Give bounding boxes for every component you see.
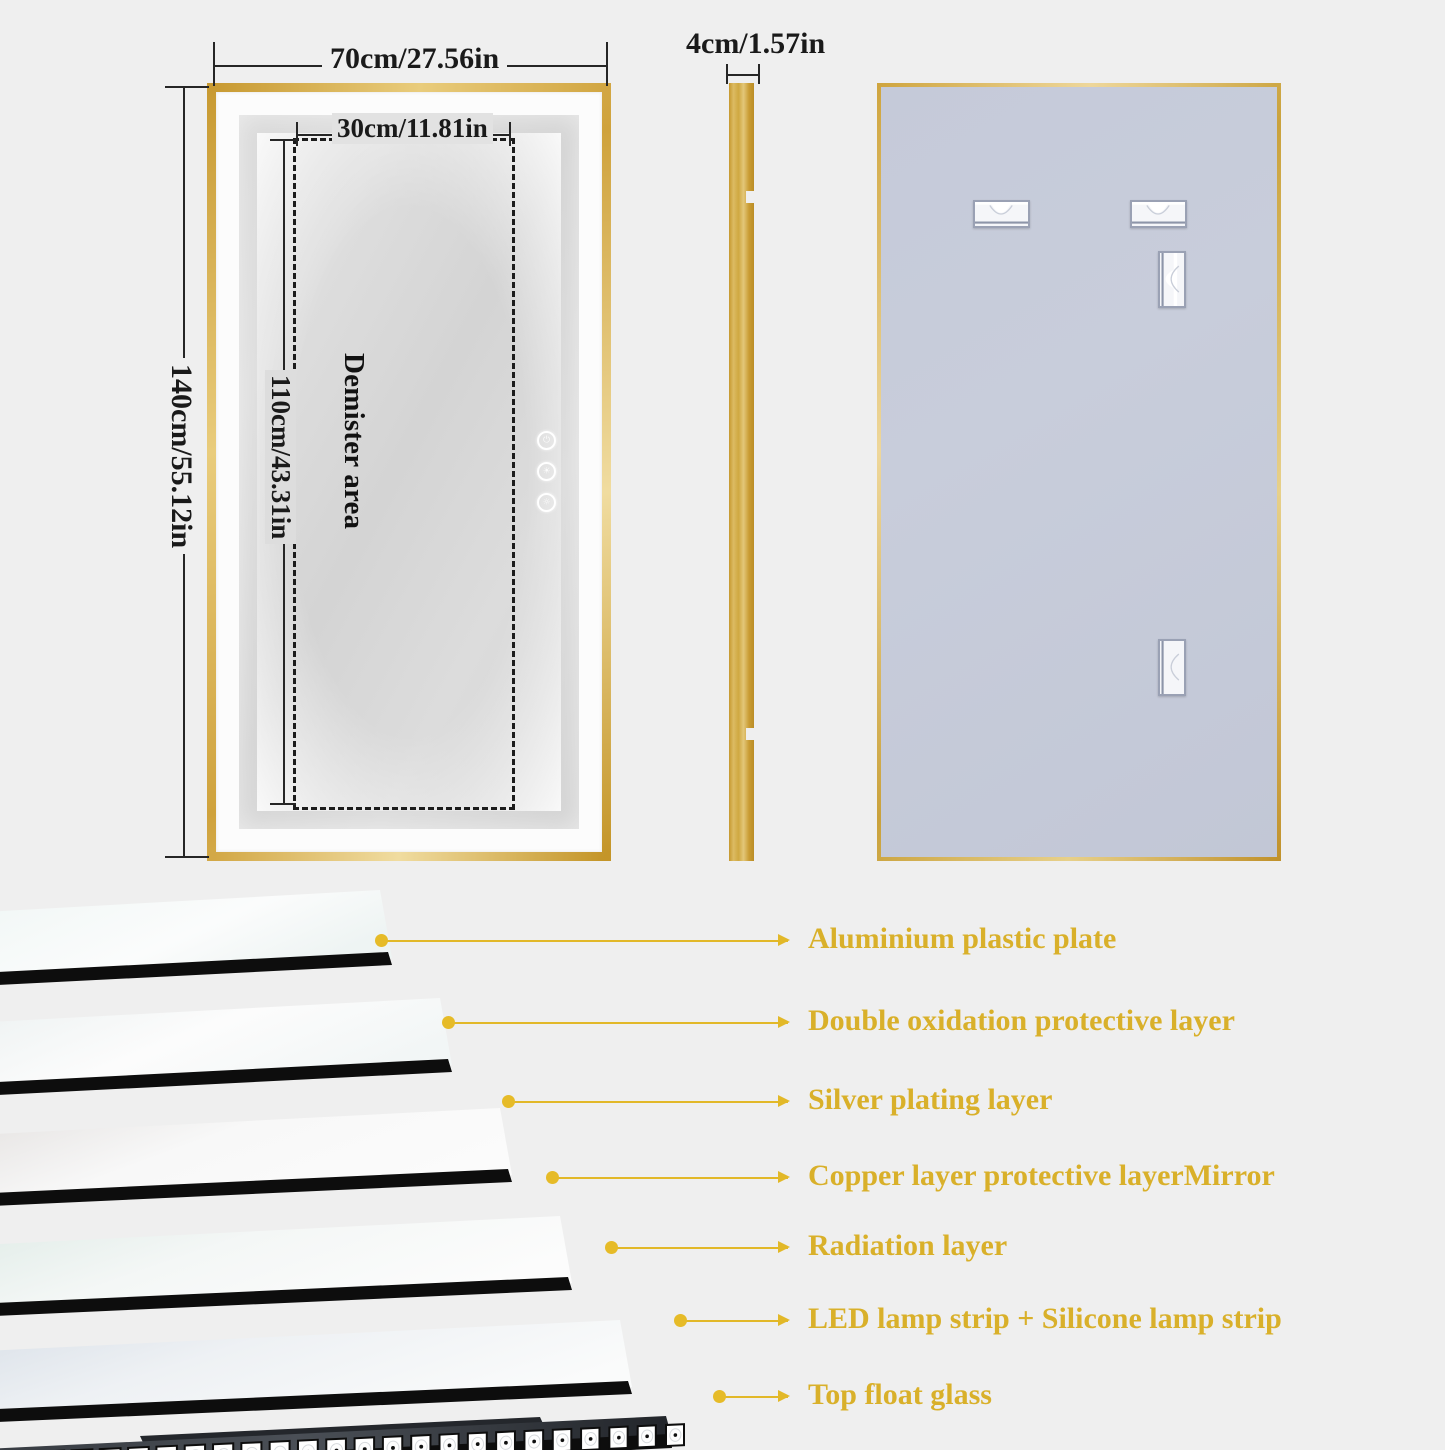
leader-arrow-icon [778,1241,790,1253]
wall-bracket-top-right [1130,200,1187,228]
layer-sheet-double-oxidation-protective-layer [0,998,452,1103]
layer-sheet-radiation-layer [0,1320,632,1429]
power-touch-button[interactable]: ⏻ [537,431,556,450]
leader-dot [674,1314,687,1327]
layer-label-top-float-glass: Top float glass [808,1380,992,1410]
leader-arrow-icon [778,1314,790,1326]
wall-bracket-top-left [973,200,1030,228]
wall-bracket-bottom-right [1158,639,1186,696]
side-profile-view [729,83,754,861]
layer-sheet-copper-layer-protective-layer-mirror [0,1216,572,1323]
leader-dot [375,934,388,947]
brightness-icon: ☼ [542,498,550,507]
layer-label-aluminium-plastic-plate: Aluminium plastic plate [808,924,1116,954]
exploded-layer-stack [0,860,760,1450]
demister-area-label: Demister area [337,353,370,529]
layer-sheet-aluminium-plastic-plate [0,890,392,993]
demister-height-label: 110cm/43.31in [265,370,296,544]
leader-dot [546,1171,559,1184]
wall-bracket-middle-right [1158,251,1186,308]
leader-dot [442,1016,455,1029]
leader-arrow-icon [778,1016,790,1028]
leader-arrow-icon [778,934,790,946]
side-notch-top [746,191,755,203]
height-dimension-label: 140cm/55.12in [164,358,198,554]
layer-label-copper-layer-protective-layer-mirror: Copper layer protective layerMirror [808,1161,1275,1191]
power-icon: ⏻ [543,436,550,445]
layer-label-led-lamp-strip-silicone-lamp-strip: LED lamp strip + Silicone lamp strip [808,1304,1282,1334]
depth-dimension-label: 4cm/1.57in [686,27,825,61]
side-notch-bottom [746,728,755,740]
demister-area-outline [293,138,515,810]
leader-dot [713,1390,726,1403]
leader-arrow-icon [778,1171,790,1183]
layer-sheet-silver-plating-layer [0,1108,512,1213]
layer-label-silver-plating-layer: Silver plating layer [808,1085,1052,1115]
leader-dot [605,1241,618,1254]
leader-dot [502,1095,515,1108]
mdf-back-panel [877,83,1281,861]
layer-label-radiation-layer: Radiation layer [808,1231,1007,1261]
dimmer-touch-button[interactable]: ☼ [537,493,556,512]
width-dimension-label: 70cm/27.56in [322,42,507,76]
leader-arrow-icon [778,1095,790,1107]
leader-arrow-icon [778,1390,790,1402]
sun-icon: ☀ [542,467,550,476]
color-temperature-touch-button[interactable]: ☀ [537,462,556,481]
demister-width-label: 30cm/11.81in [332,113,493,144]
layer-label-double-oxidation-protective-layer: Double oxidation protective layer [808,1006,1235,1036]
back-view-mirror [877,83,1281,861]
